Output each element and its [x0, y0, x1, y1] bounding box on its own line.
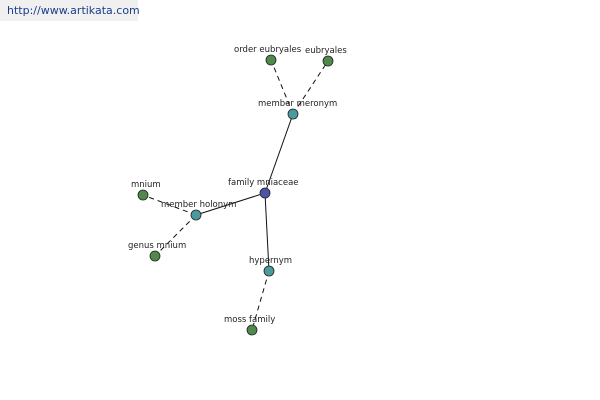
- graph-labels: family mniaceae member meronym order eubry…: [128, 45, 347, 325]
- label-member-holonym[interactable]: member holonym: [161, 200, 236, 210]
- graph-edges: [142, 59, 329, 331]
- node-genus-mnium[interactable]: [149, 250, 161, 262]
- graph-nodes: [137, 54, 334, 336]
- label-order-eubryales[interactable]: order eubryales: [234, 45, 302, 55]
- node-family-mniaceae[interactable]: [259, 187, 271, 199]
- node-moss-family[interactable]: [246, 324, 258, 336]
- edge-member-meronym-to-eubryales: [292, 60, 329, 115]
- edge-member-holonym-to-mnium: [142, 194, 197, 216]
- label-hypernym[interactable]: hypernym: [249, 256, 292, 266]
- node-member-meronym[interactable]: [287, 108, 299, 120]
- edge-family-mniaceae-to-hypernym: [264, 192, 270, 272]
- edge-member-meronym-to-order-eubryales: [270, 59, 294, 115]
- node-member-holonym[interactable]: [190, 209, 202, 221]
- label-moss-family[interactable]: moss family: [224, 315, 275, 325]
- label-genus-mnium[interactable]: genus mnium: [128, 241, 186, 251]
- node-eubryales[interactable]: [322, 55, 334, 67]
- node-mnium[interactable]: [137, 189, 149, 201]
- label-eubryales[interactable]: eubryales: [305, 46, 347, 56]
- edge-hypernym-to-moss-family: [251, 270, 270, 331]
- label-family-mniaceae[interactable]: family mniaceae: [228, 178, 299, 188]
- edge-family-mniaceae-to-member-holonym: [195, 192, 266, 216]
- site-url-banner[interactable]: http://www.artikata.com: [0, 0, 140, 21]
- node-order-eubryales[interactable]: [265, 54, 277, 66]
- edge-member-holonym-to-genus-mnium: [154, 214, 197, 257]
- edge-family-mniaceae-to-member-meronym: [264, 113, 294, 194]
- node-hypernym[interactable]: [263, 265, 275, 277]
- label-member-meronym[interactable]: member meronym: [258, 99, 337, 109]
- label-mnium[interactable]: mnium: [131, 180, 161, 190]
